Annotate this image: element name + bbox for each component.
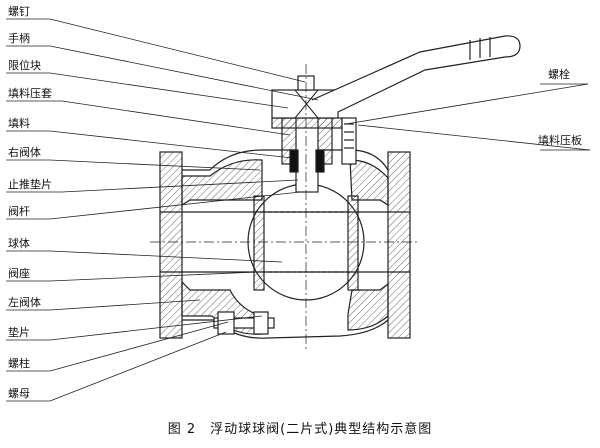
label-gland-plate: 填料压板 — [538, 133, 582, 147]
label-screw: 螺钉 — [8, 5, 30, 18]
label-seat: 阀座 — [8, 266, 30, 280]
leader-lines — [6, 18, 591, 402]
packing-left — [289, 149, 299, 173]
label-nut: 螺母 — [8, 387, 30, 400]
label-bolt: 螺栓 — [548, 67, 570, 81]
label-stop-block: 限位块 — [8, 58, 41, 72]
packing-right — [315, 149, 325, 173]
valve-body — [150, 35, 521, 350]
label-stem: 阀杆 — [8, 204, 30, 218]
figure-caption: 图 2 浮动球球阀(二片式)典型结构示意图 — [0, 418, 600, 437]
label-left-body: 左阀体 — [8, 295, 41, 309]
label-right-body: 右阀体 — [8, 145, 41, 159]
label-packing: 填料 — [8, 116, 30, 130]
right-flange — [387, 151, 411, 339]
label-ball: 球体 — [8, 236, 30, 250]
label-gland-sleeve: 填料压套 — [8, 86, 52, 100]
bolt-shape — [341, 117, 357, 165]
figure-number: 图 2 — [167, 422, 197, 437]
label-stud: 螺柱 — [8, 356, 30, 370]
label-thrust-washer: 止推垫片 — [8, 177, 52, 191]
gland-plate — [271, 117, 343, 129]
seat-left — [253, 195, 265, 291]
left-flange — [159, 151, 183, 339]
handle-shape — [311, 35, 521, 113]
label-handle: 手柄 — [8, 31, 30, 45]
seat-right — [347, 195, 359, 291]
nut-shape — [217, 311, 235, 335]
figure-title: 浮动球球阀(二片式)典型结构示意图 — [210, 422, 433, 437]
label-gasket: 垫片 — [8, 325, 30, 339]
